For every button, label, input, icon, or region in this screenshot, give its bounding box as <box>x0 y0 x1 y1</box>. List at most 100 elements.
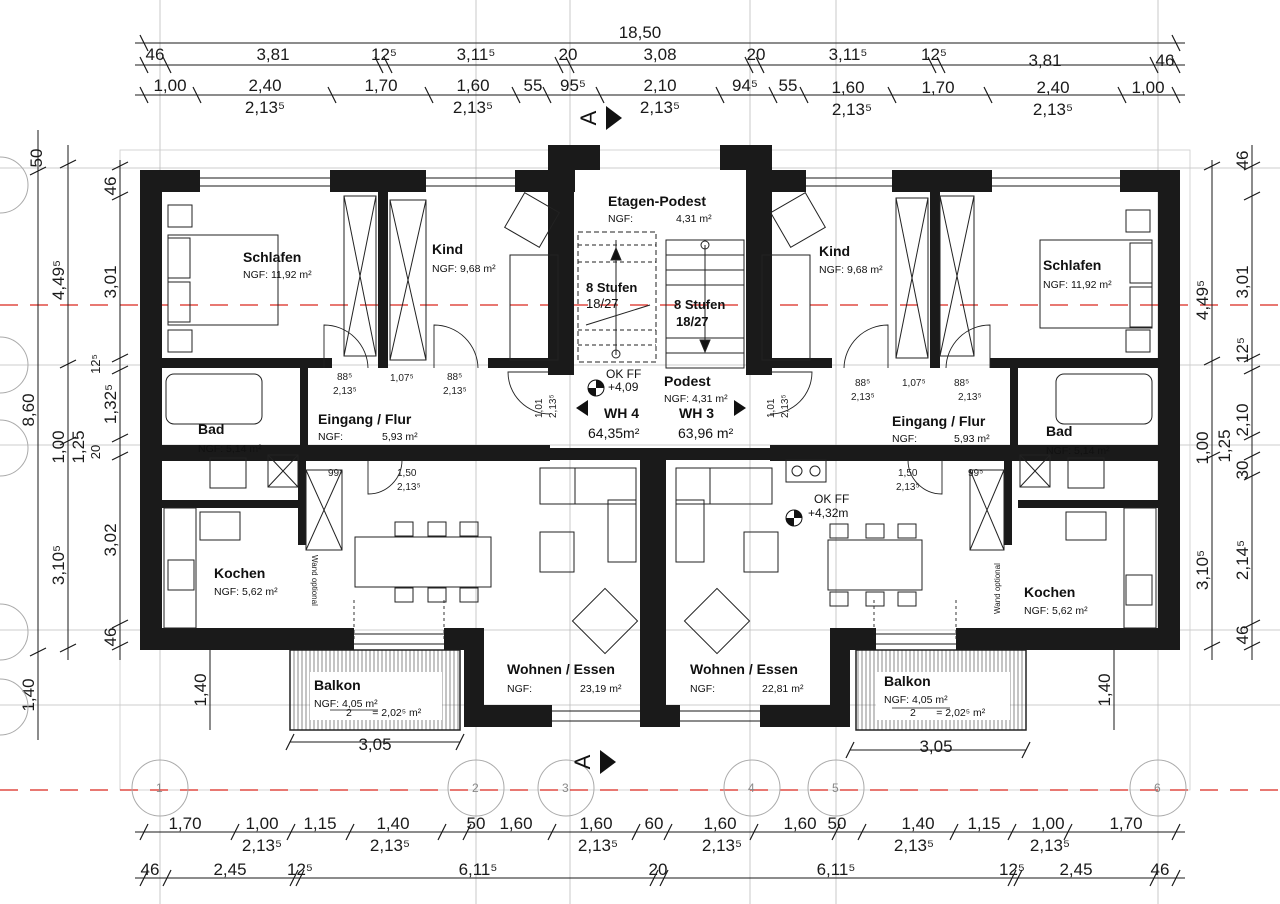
axis-label-4: 4 <box>748 781 755 795</box>
door-label: 1,50 <box>898 468 918 479</box>
dim-label: 1,15 <box>303 814 336 833</box>
dim-label: 1,40 <box>376 814 409 833</box>
level-marker-right-icon <box>785 509 803 527</box>
dim-label: 20 <box>88 445 103 459</box>
dim-label: 1,40 <box>901 814 934 833</box>
dim-label: 6,11⁵ <box>817 860 856 879</box>
dim-label: 4,49⁵ <box>1193 280 1212 320</box>
dim-label: 60 <box>645 814 664 833</box>
dim-label: 46 <box>1151 860 1170 879</box>
room-wohnen-left: Wohnen / Essen <box>507 661 615 677</box>
stair-right-ratio: 18/27 <box>676 314 709 329</box>
door-label: 2,13⁵ <box>548 394 559 418</box>
dim-label: 12⁵ <box>287 860 313 879</box>
room-flur-right-ngf-value: 5,93 m² <box>954 433 990 445</box>
dim-label: 2,14⁵ <box>1233 540 1252 580</box>
room-balkon-left: Balkon <box>314 677 361 693</box>
level-right-value: +4,32m <box>808 506 848 520</box>
dim-label: 2,10 <box>643 76 676 95</box>
room-kind-right: Kind <box>819 243 850 259</box>
room-kind-right-ngf: NGF: 9,68 m² <box>819 264 883 276</box>
dim-label: 1,70 <box>364 76 397 95</box>
door-label: 1,07⁵ <box>902 378 926 389</box>
section-label-top: A <box>576 110 601 125</box>
dim-label: 2,13⁵ <box>245 98 285 117</box>
dim-label: 1,40 <box>19 678 38 711</box>
dim-label: 50 <box>467 814 486 833</box>
dim-label: 12⁵ <box>999 860 1025 879</box>
dim-label: 1,00 <box>153 76 186 95</box>
room-podest-ngf: NGF: 4,31 m² <box>664 393 728 405</box>
room-bad-left-ngf: NGF: 5,14 m² <box>198 443 262 455</box>
dim-label: 2,13⁵ <box>453 98 493 117</box>
room-balkon-right: Balkon <box>884 673 931 689</box>
room-kind-left: Kind <box>432 241 463 257</box>
dim-label: 3,01 <box>1233 265 1252 298</box>
bottom-dim-row2: 46 2,45 12⁵ 6,11⁵ 20 6,11⁵ 12⁵ 2,45 46 <box>141 860 1170 879</box>
door-label: 88⁵ <box>337 372 352 383</box>
room-flur-left: Eingang / Flur <box>318 411 412 427</box>
dim-label: 6,11⁵ <box>459 860 498 879</box>
furniture <box>163 191 1157 655</box>
section-marker-top <box>606 106 622 130</box>
dim-label: 1,60 <box>831 78 864 97</box>
left-inner-dims: 46 3,01 12⁵ 1,32⁵ 1,00 1,25 20 3,02 46 <box>49 177 120 647</box>
room-etagen-podest-ngf-value: 4,31 m² <box>676 213 712 225</box>
dim-label: 95⁵ <box>560 76 586 95</box>
dim-label: 46 <box>1156 51 1175 70</box>
right-dimension-lines <box>1211 145 1253 660</box>
dim-label: 1,00 <box>1031 814 1064 833</box>
room-balkon-right-ngf: NGF: 4,05 m² <box>884 694 948 706</box>
room-labels: Schlafen NGF: 11,92 m² Kind NGF: 9,68 m²… <box>198 193 1112 719</box>
dim-label: 2,45 <box>213 860 246 879</box>
level-right-label: OK FF <box>814 492 849 506</box>
dim-label: 3,08 <box>643 45 676 64</box>
dim-label: 55 <box>779 76 798 95</box>
room-schlafen-left-ngf: NGF: 11,92 m² <box>243 269 312 281</box>
dim-label: 2,40 <box>1036 78 1069 97</box>
dim-label: 20 <box>649 860 668 879</box>
room-wohnen-right-ngf-label: NGF: <box>690 683 715 695</box>
dim-label: 94⁵ <box>732 76 758 95</box>
left-dimension-ticks <box>29 159 129 657</box>
walls <box>140 145 1180 727</box>
right-outer-dims: 4,49⁵ 1,25 3,10⁵ <box>1193 280 1234 590</box>
dim-label: 1,60 <box>456 76 489 95</box>
level-left-label: OK FF <box>606 367 641 381</box>
unit-arrow-left-icon <box>576 400 588 416</box>
dim-label: 2,13⁵ <box>640 98 680 117</box>
room-flur-right: Eingang / Flur <box>892 413 986 429</box>
dim-label: 46 <box>146 45 165 64</box>
axis-label-3: 3 <box>562 781 569 795</box>
dim-label: 1,60 <box>579 814 612 833</box>
dim-label: 2,45 <box>1059 860 1092 879</box>
dim-label: 1,00 <box>1131 78 1164 97</box>
door-label: 2,13⁵ <box>443 386 467 397</box>
door-label: 2,13⁵ <box>958 392 982 403</box>
dim-balkon-height-r: 1,40 <box>1095 673 1114 706</box>
room-schlafen-right-ngf: NGF: 11,92 m² <box>1043 279 1112 291</box>
section-label-bottom: A <box>570 754 595 769</box>
dim-label: 46 <box>1233 151 1252 170</box>
room-bad-right: Bad <box>1046 423 1072 439</box>
dim-label: 1,25 <box>69 430 88 463</box>
door-label: 88⁵ <box>954 378 969 389</box>
room-flur-left-ngf-value: 5,93 m² <box>382 431 418 443</box>
dim-total-height: 8,60 <box>19 393 38 426</box>
axis-label-1: 1 <box>156 781 163 795</box>
dim-label: 12⁵ <box>1233 337 1252 363</box>
unit-wh3-area: 63,96 m² <box>678 425 734 441</box>
dim-label: 2,13⁵ <box>832 100 872 119</box>
dim-label: 2,13⁵ <box>242 836 282 855</box>
dim-row2b: 2,13⁵ 2,13⁵ 2,13⁵ 2,13⁵ 2,13⁵ <box>245 98 1073 119</box>
dim-label: 1,70 <box>1109 814 1142 833</box>
dim-label: 3,10⁵ <box>49 545 68 585</box>
axis-markers <box>0 156 1187 817</box>
right-dimension-ticks <box>1203 161 1261 651</box>
door-swings <box>323 324 991 640</box>
bottom-dim-row1: 1,70 1,00 1,15 1,40 50 1,60 1,60 60 1,60… <box>168 814 1142 833</box>
room-podest: Podest <box>664 373 711 389</box>
door-label: 99⁵ <box>328 468 343 479</box>
dim-label: 1,70 <box>921 78 954 97</box>
section-marker-bottom <box>600 750 616 774</box>
